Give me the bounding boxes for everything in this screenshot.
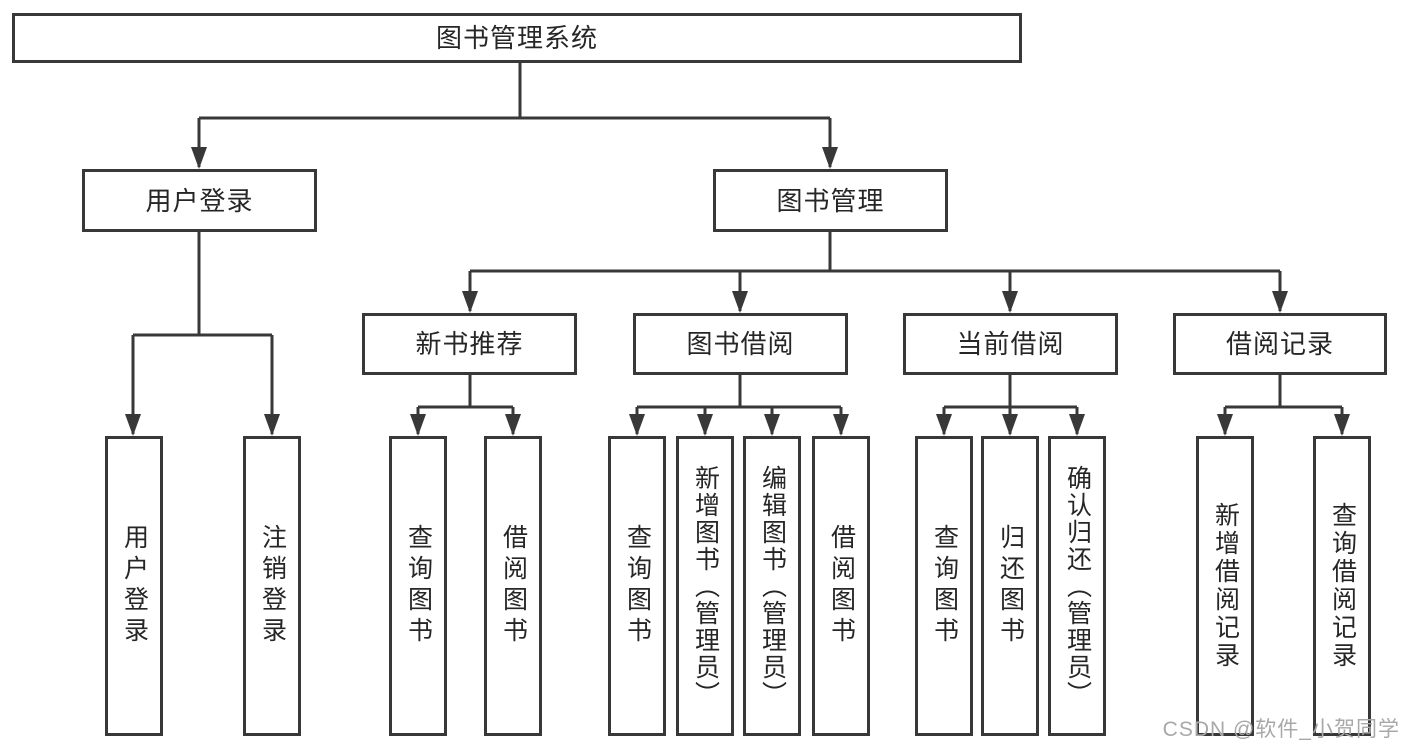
leaf-user-login: 用户登录 [105,436,163,736]
csdn-watermark: CSDN @软件_小贺同学 [1162,718,1400,741]
node-new-book-recommend: 新书推荐 [362,313,577,375]
node-current-borrowing: 当前借阅 [903,313,1118,375]
arrow-stems [125,118,1350,436]
leaf-query-books-current: 查询图书 [915,436,973,736]
leaf-query-books-borrowing: 查询图书 [608,436,666,736]
leaf-query-books-recommend: 查询图书 [389,436,447,736]
leaf-confirm-return-admin: 确认归还（管理员） [1048,436,1106,736]
leaf-borrow-books-recommend: 借阅图书 [484,436,542,736]
leaf-borrow-books-borrowing: 借阅图书 [812,436,870,736]
tree-branch-lines [133,63,1342,409]
leaf-query-borrow-record: 查询借阅记录 [1313,436,1371,736]
node-library-system: 图书管理系统 [12,13,1022,63]
leaf-logout: 注销登录 [243,436,301,736]
leaf-edit-book-admin: 编辑图书（管理员） [743,436,801,736]
node-book-borrowing: 图书借阅 [633,313,848,375]
leaf-add-borrow-record: 新增借阅记录 [1196,436,1254,736]
node-borrowing-records: 借阅记录 [1173,313,1387,375]
leaf-add-book-admin: 新增图书（管理员） [676,436,734,736]
node-book-management: 图书管理 [713,169,948,232]
leaf-return-book: 归还图书 [981,436,1039,736]
node-user-login: 用户登录 [82,169,317,232]
